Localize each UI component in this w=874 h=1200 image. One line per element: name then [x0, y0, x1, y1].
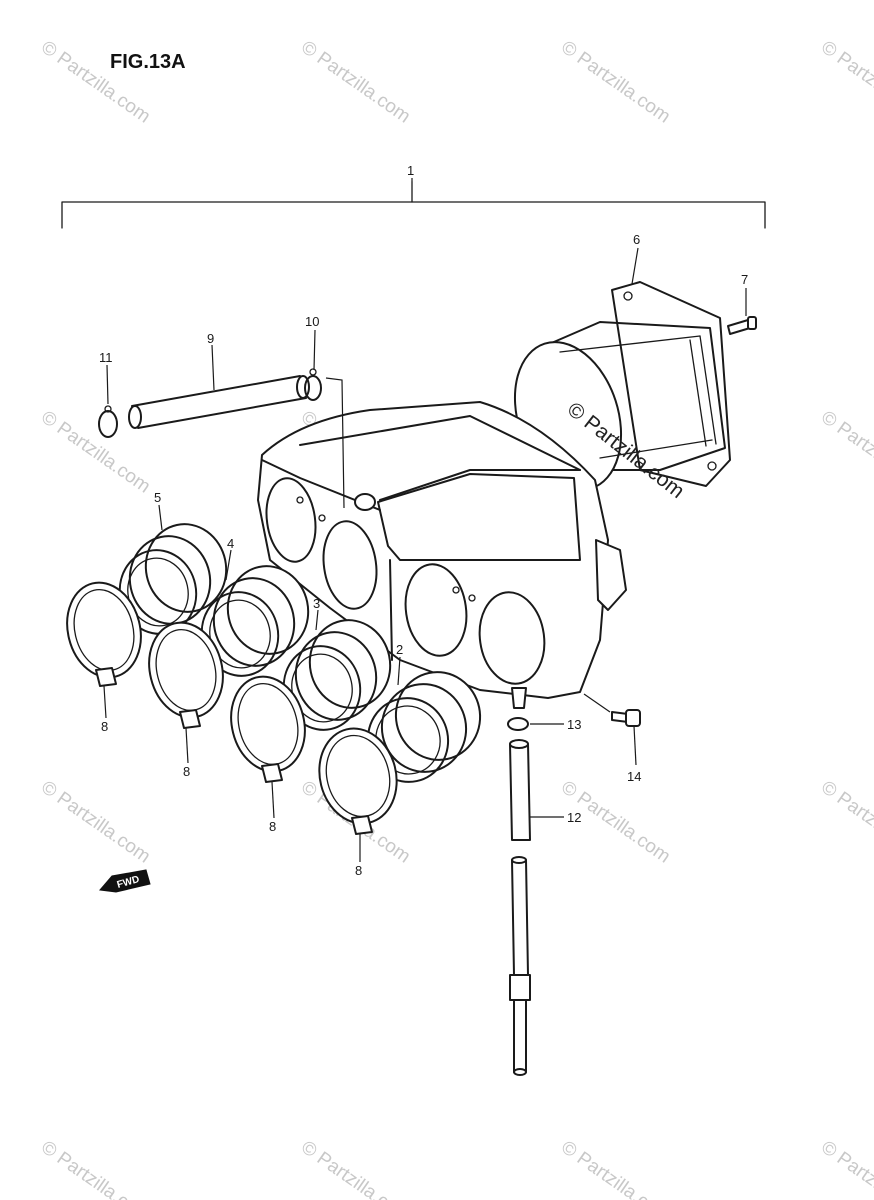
figure-title: FIG.13A [110, 51, 186, 73]
callout-4: 4 [227, 536, 234, 551]
hose-clamp [230, 675, 306, 783]
callout-7: 7 [741, 272, 748, 287]
watermark: © Partzilla.com [37, 1137, 154, 1200]
breather-pipe [128, 375, 310, 429]
callout-1: 1 [407, 163, 414, 178]
callout-5: 5 [154, 490, 161, 505]
callout-14: 14 [627, 769, 641, 784]
callout-labels: 1 2 3 4 5 6 7 8 8 8 8 9 10 11 12 13 14 [99, 163, 748, 878]
watermark: © Partzilla.com [817, 37, 874, 128]
hose-clamp [318, 727, 398, 835]
callout-9: 9 [207, 331, 214, 346]
callout-10: 10 [305, 314, 319, 329]
callout-12: 12 [567, 810, 581, 825]
watermark: © Partzilla.com [297, 1137, 414, 1200]
intake-boot [366, 671, 482, 783]
hose-clamp [66, 581, 142, 687]
leader-lines [103, 178, 747, 862]
drain-clamp [507, 717, 529, 731]
watermark: © Partzilla.com [37, 777, 154, 868]
callout-6: 6 [633, 232, 640, 247]
air-cleaner-case [257, 401, 627, 709]
callout-11: 11 [99, 350, 113, 365]
callout-8: 8 [269, 819, 276, 834]
hose-clamp [148, 621, 224, 729]
callout-3: 3 [313, 596, 320, 611]
callout-13: 13 [567, 717, 581, 732]
watermark: © Partzilla.com [817, 1137, 874, 1200]
callout-8: 8 [101, 719, 108, 734]
drain-plug-tube [509, 739, 531, 1076]
watermark: © Partzilla.com [557, 1137, 674, 1200]
callout-2: 2 [396, 642, 403, 657]
bolt [611, 709, 641, 727]
forward-direction-arrow: FWD [99, 869, 151, 893]
watermark: © Partzilla.com [297, 37, 414, 128]
watermark: © Partzilla.com [817, 407, 874, 498]
callout-8: 8 [183, 764, 190, 779]
screw [727, 316, 757, 335]
watermark: © Partzilla.com [817, 777, 874, 868]
watermark: © Partzilla.com [557, 37, 674, 128]
callout-8: 8 [355, 863, 362, 878]
hose-clip [304, 368, 322, 401]
hose-clip [98, 405, 118, 438]
assembly-bracket [61, 181, 766, 229]
